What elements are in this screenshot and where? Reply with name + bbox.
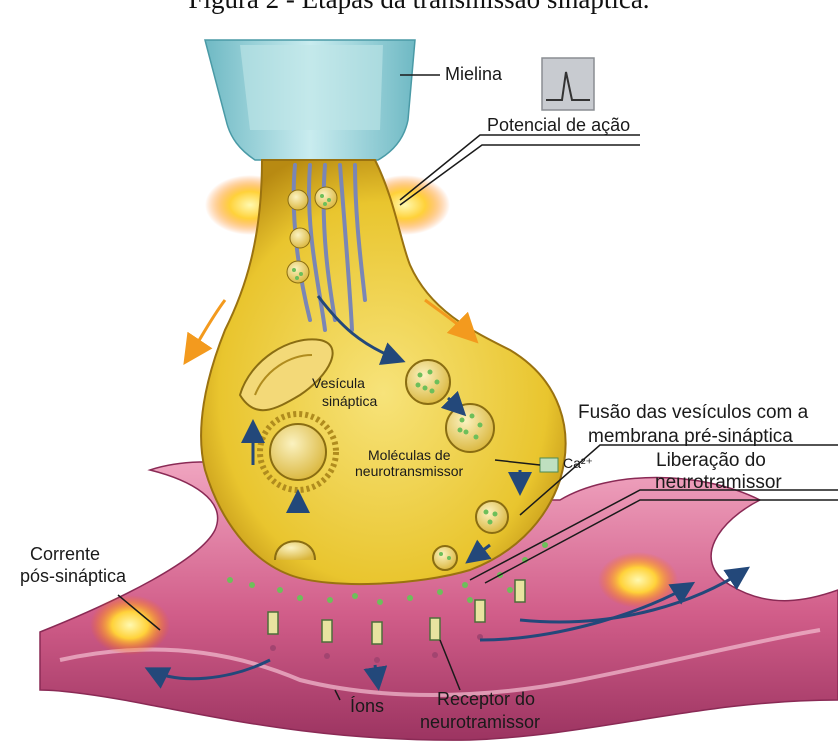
label-moleculas-l2: neurotransmissor [355, 463, 463, 479]
calcium-channel [540, 458, 558, 472]
label-fusao-l2: membrana pré-sináptica [588, 426, 793, 447]
label-vesicula-l1: Vesícula [312, 375, 365, 391]
action-potential-graph-icon [542, 58, 594, 110]
label-receptor-l2: neurotramissor [420, 712, 540, 732]
label-corrente-l1: Corrente [30, 544, 100, 564]
label-moleculas-l1: Moléculas de [368, 447, 451, 463]
label-potencial-de-acao: Potencial de ação [487, 115, 630, 135]
label-corrente-l2: pós-sináptica [20, 566, 127, 586]
label-ions: Íons [350, 696, 384, 716]
label-receptor-l1: Receptor do [437, 689, 535, 709]
label-mielina: Mielina [445, 64, 503, 84]
myelin-sheath [205, 40, 415, 160]
label-fusao-l1: Fusão das vesículos com a [578, 402, 809, 423]
label-ca: Ca²⁺ [563, 455, 593, 471]
label-vesicula-l2: sináptica [322, 393, 377, 409]
